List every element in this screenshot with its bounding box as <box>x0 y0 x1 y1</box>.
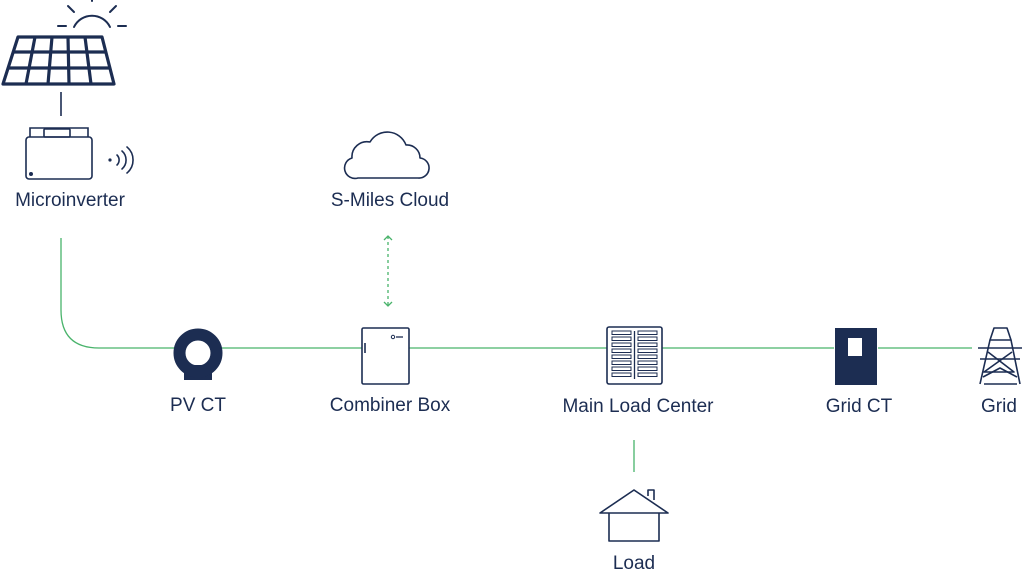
breaker-slot <box>637 354 658 359</box>
breaker-slot <box>611 372 632 377</box>
grid-ct-label: Grid CT <box>825 396 893 417</box>
transmission-tower-icon <box>978 327 1022 385</box>
wireless-signal-icon <box>108 146 134 174</box>
s-miles-cloud-label: S-Miles Cloud <box>330 190 450 211</box>
breaker-slot <box>637 360 658 365</box>
connector-microinverter-to-pv-ct <box>60 238 175 349</box>
combiner-box-icon <box>361 327 410 385</box>
breaker-slot <box>611 330 632 335</box>
breaker-slot <box>611 354 632 359</box>
sun-icon <box>57 0 127 28</box>
main-load-center-label: Main Load Center <box>562 396 714 417</box>
breaker-slot <box>637 342 658 347</box>
solar-panel-icon <box>1 35 116 86</box>
breaker-slot <box>611 342 632 347</box>
pv-ct-label: PV CT <box>170 395 226 416</box>
load-label: Load <box>612 553 656 574</box>
grid-label: Grid <box>981 396 1017 417</box>
microinverter-icon <box>25 127 93 180</box>
breaker-slot <box>611 366 632 371</box>
meter-icon <box>835 328 877 385</box>
breaker-slot <box>637 366 658 371</box>
breaker-slot <box>611 348 632 353</box>
breaker-slot <box>611 336 632 341</box>
connectors <box>60 92 972 472</box>
breaker-panel-icon <box>606 326 663 385</box>
combiner-box-label: Combiner Box <box>329 395 451 416</box>
cloud-icon <box>343 131 430 180</box>
microinverter-label: Microinverter <box>15 190 125 211</box>
breaker-slot <box>637 372 658 377</box>
breaker-slot <box>611 360 632 365</box>
breaker-slot <box>637 330 658 335</box>
current-transformer-icon <box>173 328 223 380</box>
house-icon <box>599 489 669 542</box>
breaker-slot <box>637 336 658 341</box>
breaker-slot <box>637 348 658 353</box>
